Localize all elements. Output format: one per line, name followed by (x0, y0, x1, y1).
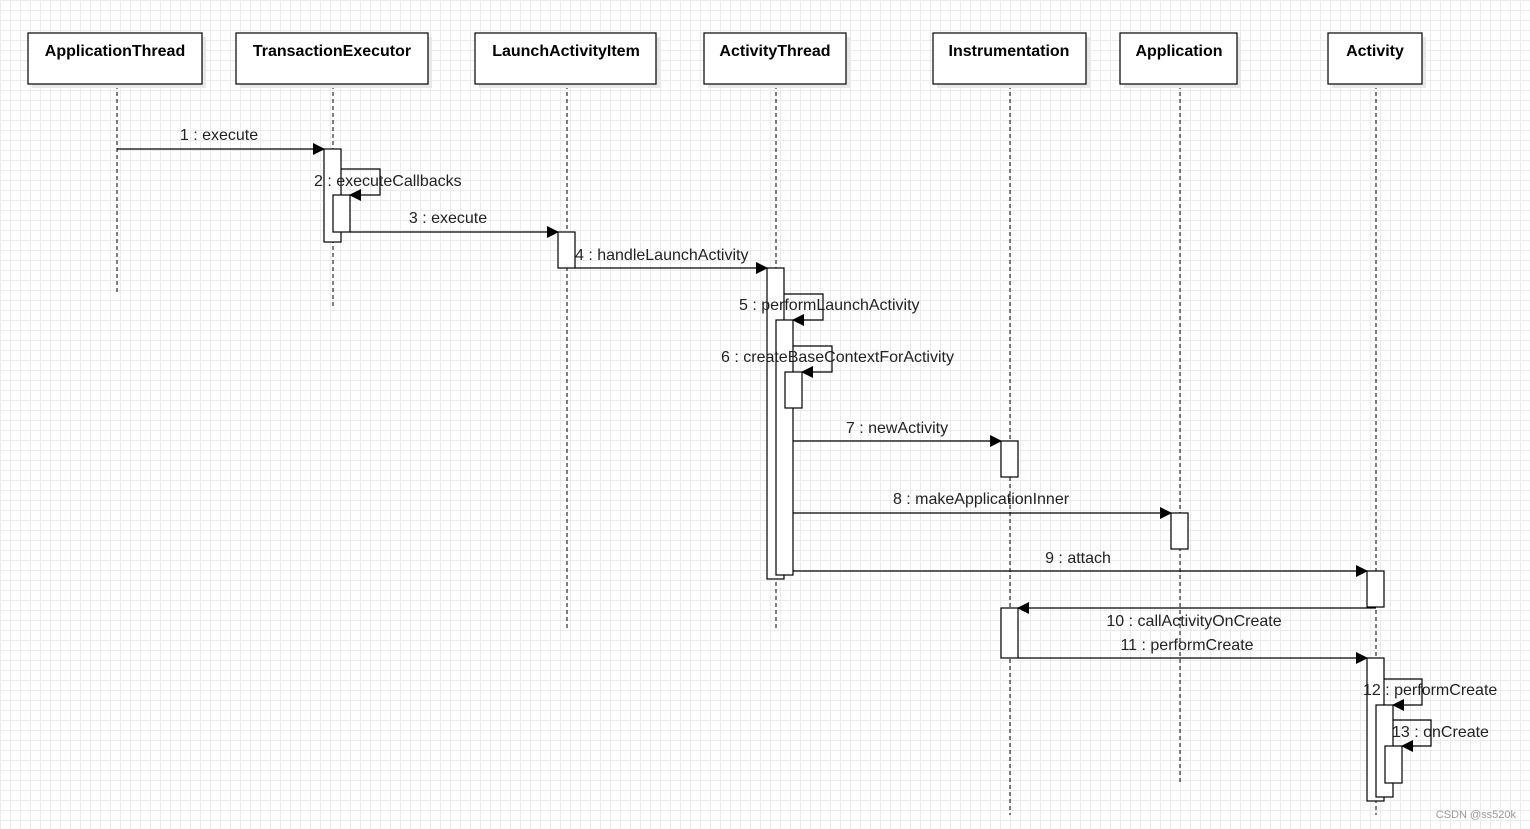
message-12: 12 : performCreate (1363, 678, 1497, 711)
watermark: CSDN @ss520k (1435, 809, 1516, 821)
activation-bars (323, 148, 1403, 802)
participant-label: ActivityThread (719, 43, 830, 60)
message-label: 6 : createBaseContextForActivity (721, 349, 954, 366)
participant-activity[interactable]: Activity (1327, 32, 1426, 88)
activation-activity (1366, 570, 1385, 608)
participant-label: ApplicationThread (45, 43, 185, 60)
message-label: 7 : newActivity (846, 420, 948, 437)
activation-activity-nested-2 (1384, 745, 1403, 784)
activation-instrumentation-2 (1000, 607, 1019, 659)
message-3: 3 : execute (350, 210, 559, 238)
message-6: 6 : createBaseContextForActivity (721, 345, 954, 378)
participant-label: Activity (1346, 43, 1404, 60)
participant-label: Application (1135, 43, 1222, 60)
message-9: 9 : attach (793, 550, 1368, 577)
message-10: 10 : callActivityOnCreate (1017, 602, 1376, 630)
participant-activity-thread[interactable]: ActivityThread (703, 32, 850, 88)
activation-application (1170, 512, 1189, 550)
message-label: 11 : performCreate (1120, 637, 1253, 654)
participant-application[interactable]: Application (1119, 32, 1241, 88)
participant-application-thread[interactable]: ApplicationThread (27, 32, 206, 88)
message-label: 13 : onCreate (1392, 724, 1489, 741)
participant-launch-activity-item[interactable]: LaunchActivityItem (474, 32, 660, 88)
message-label: 9 : attach (1045, 550, 1111, 567)
message-label: 2 : executeCallbacks (314, 173, 462, 190)
message-label: 1 : execute (180, 127, 258, 144)
message-label: 12 : performCreate (1363, 682, 1497, 699)
participant-label: Instrumentation (949, 43, 1070, 60)
message-13: 13 : onCreate (1392, 719, 1489, 752)
lifelines (116, 85, 1377, 815)
message-5: 5 : performLaunchActivity (739, 293, 920, 326)
participant-transaction-executor[interactable]: TransactionExecutor (235, 32, 432, 88)
participant-instrumentation[interactable]: Instrumentation (932, 32, 1090, 88)
message-1: 1 : execute (117, 127, 325, 155)
participant-label: LaunchActivityItem (492, 43, 640, 60)
message-7: 7 : newActivity (793, 420, 1002, 447)
activation-instrumentation (1000, 440, 1019, 478)
message-label: 4 : handleLaunchActivity (575, 247, 748, 264)
message-4: 4 : handleLaunchActivity (575, 247, 768, 274)
participant-label: TransactionExecutor (253, 43, 411, 60)
activation-launch-activity-item (557, 231, 576, 269)
message-8: 8 : makeApplicationInner (793, 491, 1172, 519)
message-label: 8 : makeApplicationInner (893, 491, 1070, 508)
activation-activity-thread-nested-2 (784, 371, 803, 409)
message-label: 10 : callActivityOnCreate (1106, 613, 1281, 630)
message-2: 2 : executeCallbacks (314, 168, 462, 201)
message-label: 5 : performLaunchActivity (739, 297, 920, 314)
message-label: 3 : execute (409, 210, 487, 227)
message-11: 11 : performCreate (1018, 637, 1368, 664)
activation-transaction-executor-nested (332, 194, 351, 233)
